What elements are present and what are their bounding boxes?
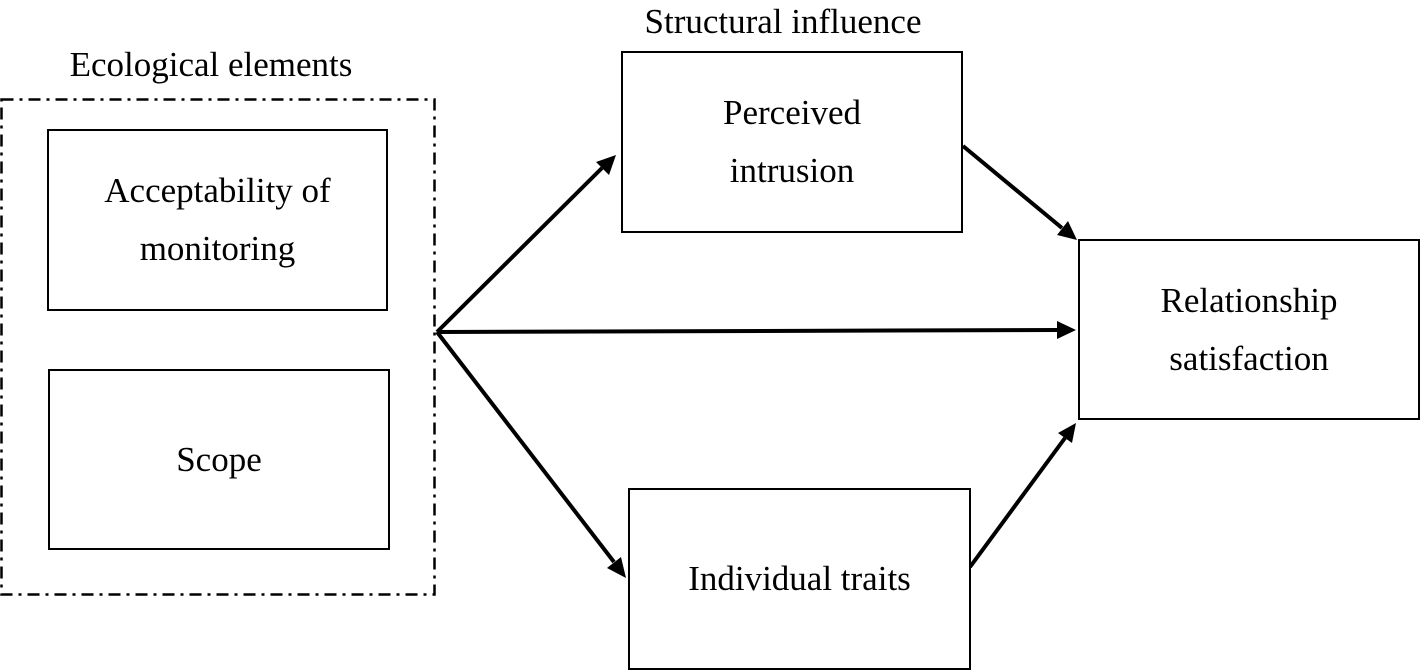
node-scope-label: Scope <box>176 431 262 489</box>
node-acceptability-of-monitoring: Acceptability of monitoring <box>47 129 388 311</box>
node-individual-traits: Individual traits <box>628 488 971 670</box>
edge-ecological-to-individual-traits <box>435 330 616 564</box>
node-perceived-intrusion-label-line-1: Perceived <box>723 93 861 132</box>
node-scope-label-line-1: Scope <box>176 439 262 479</box>
edge-individual-traits-to-relationship-satisfaction <box>968 436 1067 569</box>
structural-influence-title: Structural influence <box>644 2 922 41</box>
node-relationship-satisfaction-label-line-2: satisfaction <box>1169 338 1329 378</box>
node-individual-traits-label-line-1: Individual traits <box>688 559 911 598</box>
node-individual-traits-label: Individual traits <box>688 550 911 608</box>
edge-perceived-intrusion-to-relationship-satisfaction <box>961 144 1064 230</box>
arrowhead-perceived-intrusion-to-relationship-satisfaction <box>1057 221 1077 240</box>
ecological-elements-title: Ecological elements <box>69 45 353 84</box>
arrowhead-ecological-to-individual-traits <box>607 557 626 578</box>
node-scope: Scope <box>48 369 390 550</box>
arrowhead-individual-traits-to-relationship-satisfaction <box>1058 423 1076 443</box>
edge-ecological-to-relationship-satisfaction <box>436 328 1059 334</box>
node-relationship-satisfaction: Relationship satisfaction <box>1078 239 1420 420</box>
node-relationship-satisfaction-label: Relationship satisfaction <box>1161 272 1338 388</box>
node-perceived-intrusion-label: Perceived intrusion <box>723 84 861 200</box>
arrowhead-ecological-to-perceived-intrusion <box>596 155 616 175</box>
edge-ecological-to-perceived-intrusion <box>435 166 604 334</box>
node-acceptability-label-line-2: monitoring <box>139 229 296 268</box>
ecological-elements-group-box <box>0 98 436 596</box>
node-perceived-intrusion-label-line-2: intrusion <box>729 151 855 190</box>
arrowhead-ecological-to-relationship-satisfaction <box>1057 321 1076 339</box>
node-relationship-satisfaction-label-line-1: Relationship <box>1160 280 1338 320</box>
node-perceived-intrusion: Perceived intrusion <box>621 51 963 233</box>
node-acceptability-label-line-1: Acceptability of <box>104 171 331 210</box>
node-acceptability-label: Acceptability of monitoring <box>104 162 330 278</box>
